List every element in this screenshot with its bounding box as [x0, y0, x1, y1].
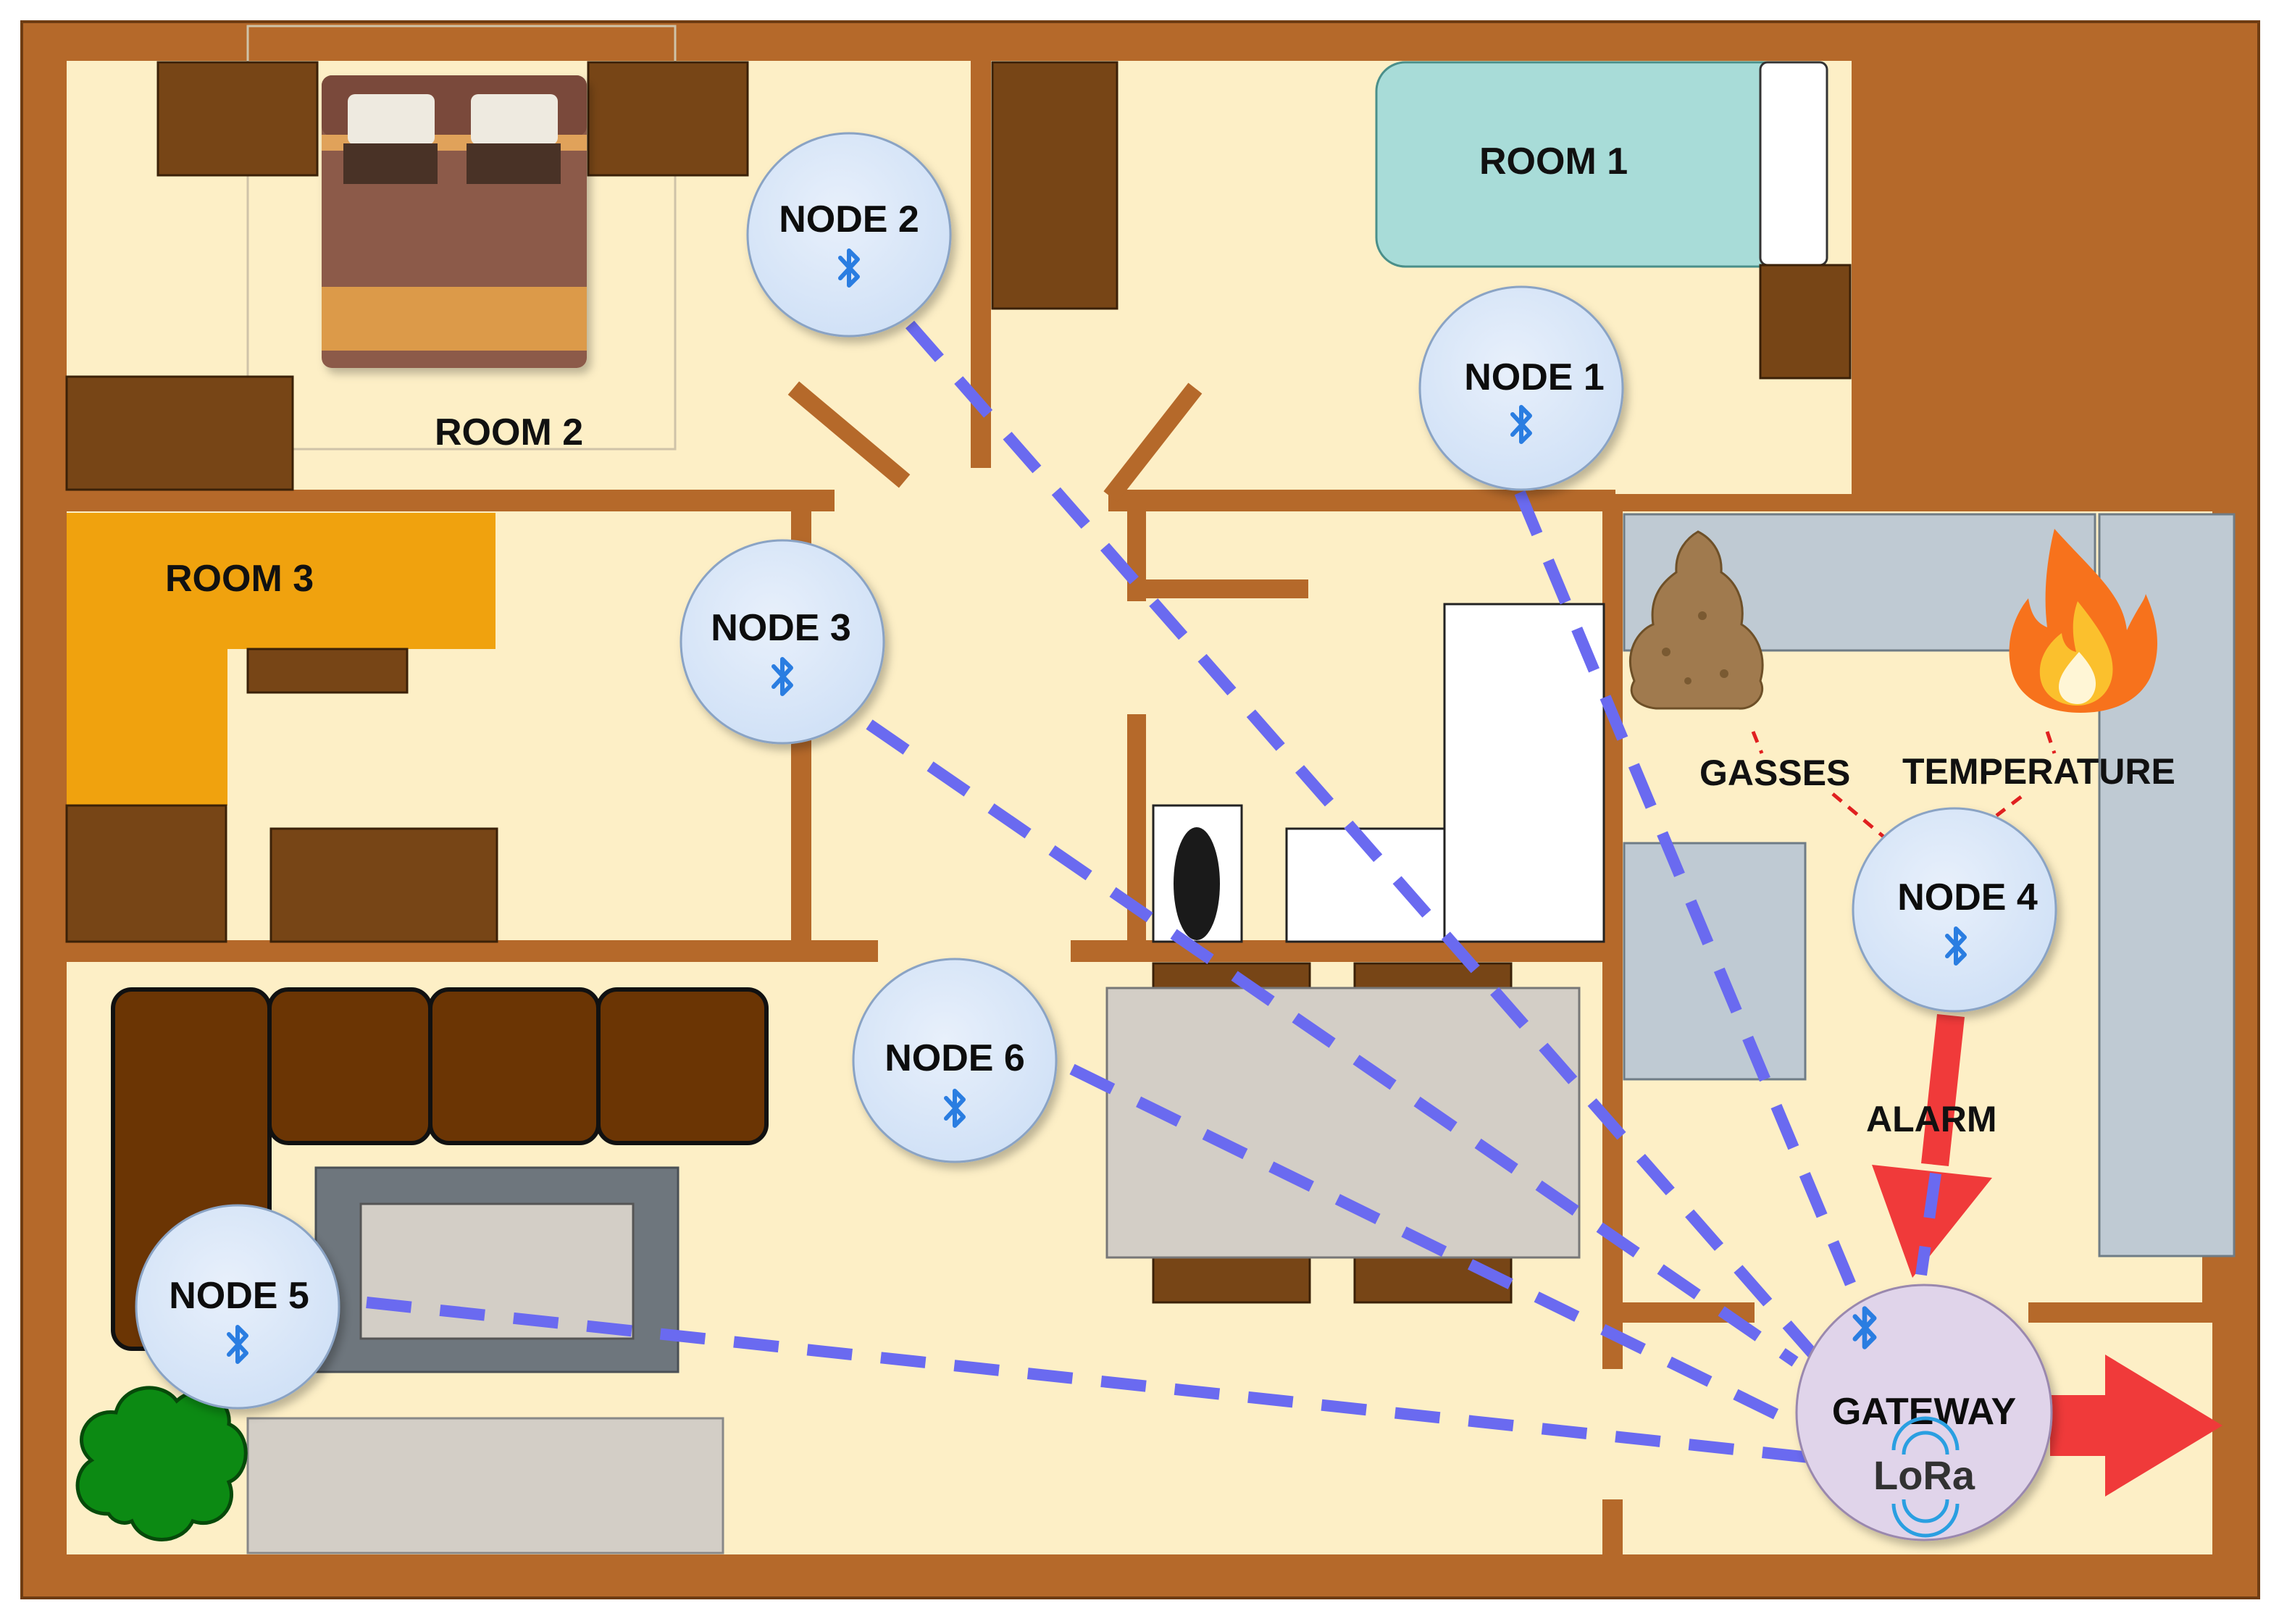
- shower: [1443, 603, 1605, 943]
- temperature-sensor-link: [2045, 731, 2057, 754]
- gateway[interactable]: GATEWAY LoRa: [1795, 1284, 2053, 1541]
- dining-area: [1105, 962, 1581, 1304]
- temperature-sensor-link: [1995, 795, 2023, 817]
- gateway-label: GATEWAY: [1832, 1391, 2016, 1433]
- island: [1623, 842, 1807, 1081]
- shelf-room3: [246, 648, 409, 694]
- bathroom-fixtures: [1152, 603, 1605, 943]
- nightstand-left: [156, 61, 319, 177]
- temperature-label: TEMPERATURE: [1902, 751, 2175, 792]
- nightstand-right: [587, 61, 749, 177]
- gas-cloud-icon: [1629, 530, 1764, 710]
- dining-table: [1105, 987, 1581, 1259]
- kitchen: [1623, 513, 2236, 1257]
- room3-label: ROOM 3: [165, 558, 314, 600]
- node-4[interactable]: NODE 4: [1852, 807, 2057, 1013]
- plant-icon: [75, 1386, 248, 1541]
- cabinet-room1: [1759, 264, 1852, 380]
- node-4-label: NODE 4: [1897, 876, 2038, 918]
- room2-label: ROOM 2: [435, 411, 583, 453]
- alarm-label: ALARM: [1866, 1099, 1997, 1139]
- alarm-arrow: [1872, 1014, 1992, 1278]
- wireless-links: [366, 320, 1865, 1465]
- node-3[interactable]: NODE 3: [679, 539, 885, 745]
- node-3-label: NODE 3: [711, 607, 851, 649]
- link-node6-gateway: [1069, 1063, 1814, 1437]
- desk-room2: [65, 375, 294, 491]
- cabinet-room3-left: [65, 804, 227, 943]
- l-shaped-desk: [67, 513, 495, 805]
- node-1-label: NODE 1: [1464, 356, 1605, 398]
- room1: ROOM 1: [1375, 61, 1852, 380]
- chair: [1353, 1256, 1513, 1304]
- cabinet-room3-right: [269, 827, 498, 943]
- node-5[interactable]: NODE 5: [135, 1204, 340, 1410]
- node-6-label: NODE 6: [885, 1037, 1025, 1079]
- node-6[interactable]: NODE 6: [852, 958, 1058, 1163]
- node-2-label: NODE 2: [779, 198, 919, 240]
- chair: [1152, 1256, 1311, 1304]
- coffee-table: [359, 1202, 635, 1340]
- wall-block: [1852, 61, 2212, 494]
- sensor-links: [1751, 731, 2057, 842]
- link-node5-gateway: [366, 1297, 1823, 1465]
- node-2[interactable]: NODE 2: [746, 132, 952, 338]
- link-node3-gateway: [866, 719, 1799, 1367]
- link-node2-gateway: [905, 320, 1825, 1366]
- lora-wireless-icon: [1891, 1416, 1960, 1538]
- fire-icon: [2009, 529, 2158, 713]
- tub-edge: [1759, 61, 1828, 267]
- tv-stand: [246, 1417, 724, 1554]
- bed-icon: [322, 75, 587, 368]
- node-5-label: NODE 5: [169, 1275, 309, 1317]
- alarm-link: [1915, 1172, 1941, 1276]
- room2-bedroom: ROOM 2: [65, 25, 1118, 491]
- gasses-label: GASSES: [1699, 753, 1850, 793]
- gateway-output-arrow: [2050, 1355, 2222, 1497]
- wardrobe-room2: [991, 61, 1118, 310]
- gas-sensor-link: [1751, 731, 1764, 754]
- gateway-protocol: LoRa: [1873, 1452, 1975, 1498]
- toilet-bowl: [1174, 827, 1220, 940]
- room1-label: ROOM 1: [1479, 141, 1628, 183]
- room3: ROOM 3: [65, 513, 498, 943]
- node-1[interactable]: NODE 1: [1418, 285, 1624, 491]
